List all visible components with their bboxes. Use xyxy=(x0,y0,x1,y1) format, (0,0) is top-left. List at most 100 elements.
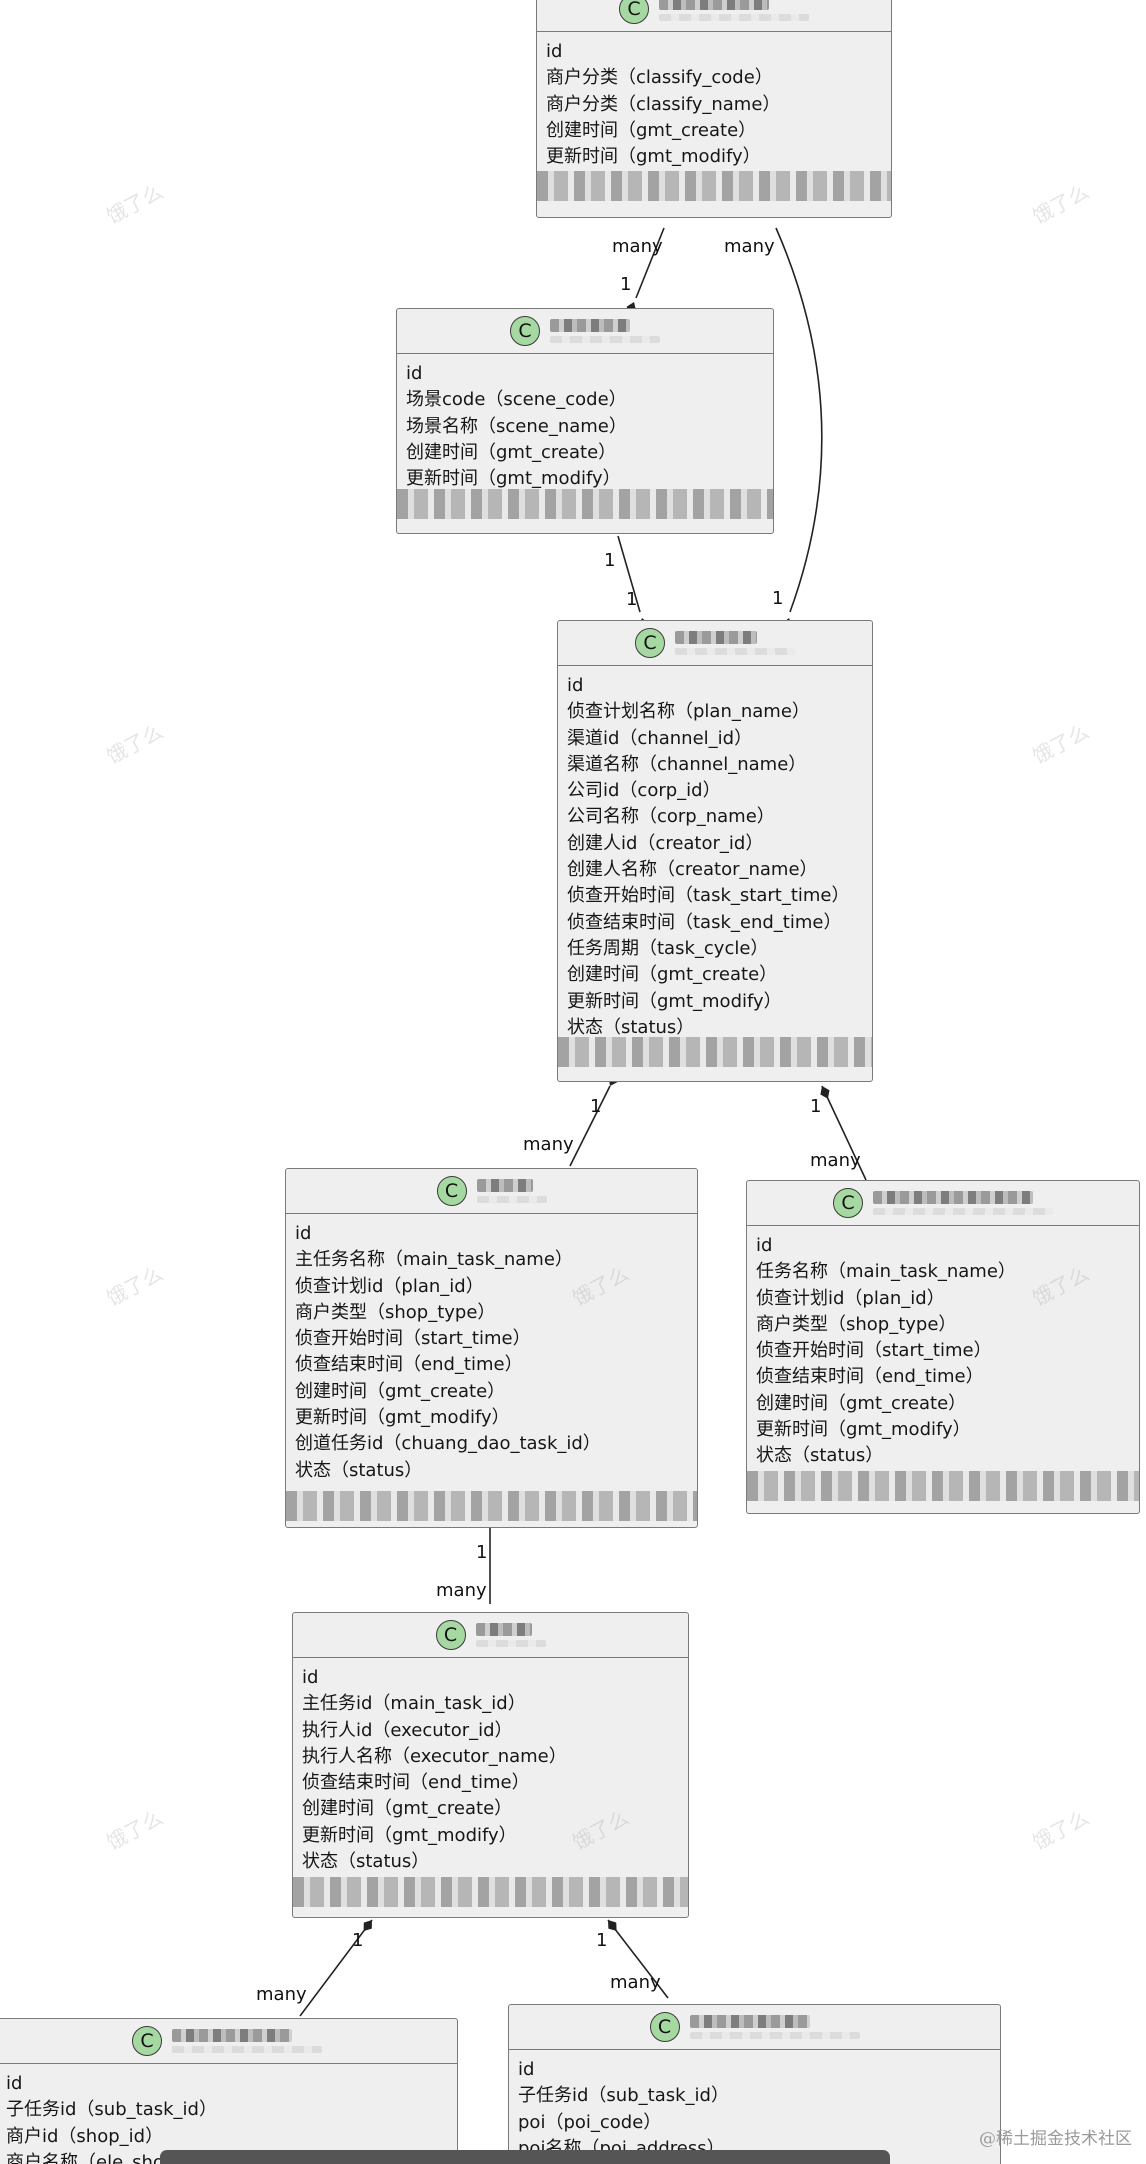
attribute: 商户分类（classify_name） xyxy=(546,93,781,115)
attribute: 子任务id（sub_task_id） xyxy=(6,2099,217,2121)
class-box-main-task: C id 主任务名称（main_task_name） 侦查计划id（plan_i… xyxy=(285,1168,698,1528)
watermark: 饿了么 xyxy=(102,179,167,229)
class-icon: C xyxy=(833,1188,863,1218)
attribute: 更新时间（gmt_modify） xyxy=(406,468,621,490)
attribute: 商户类型（shop_type） xyxy=(295,1301,496,1323)
redacted-method-row xyxy=(397,489,773,519)
class-header: C xyxy=(293,1613,688,1658)
attribute: 创建时间（gmt_create） xyxy=(567,964,778,986)
attribute: 侦查计划名称（plan_name） xyxy=(567,701,810,723)
watermark: 饿了么 xyxy=(1028,1805,1093,1855)
multiplicity-label: 1 xyxy=(620,274,631,295)
redacted-class-name xyxy=(550,319,660,343)
attribute: poi（poi_code） xyxy=(518,2111,662,2133)
attribute: id xyxy=(756,1235,773,1256)
multiplicity-label: many xyxy=(612,236,663,257)
watermark: 饿了么 xyxy=(102,719,167,769)
class-header: C xyxy=(509,2005,1000,2050)
attribute: id xyxy=(567,675,584,696)
redacted-class-name xyxy=(873,1191,1053,1215)
attribute: 创建人名称（creator_name） xyxy=(567,859,818,881)
class-icon: C xyxy=(649,2012,680,2042)
attribute: 任务名称（main_task_name） xyxy=(756,1261,1016,1283)
attribute: 创建时间（gmt_create） xyxy=(302,1798,513,1820)
class-header: C xyxy=(0,2019,457,2064)
attribute: 侦查计划id（plan_id） xyxy=(295,1275,484,1297)
multiplicity-label: 1 xyxy=(596,1930,607,1951)
relation-scene-plan: 11 xyxy=(604,535,649,632)
redacted-class-name xyxy=(689,2015,860,2039)
attribute: 更新时间（gmt_modify） xyxy=(756,1419,971,1441)
redacted-class-name xyxy=(476,1179,547,1203)
attribute: 侦查开始时间（start_time） xyxy=(295,1328,531,1350)
attribute: 公司id（corp_id） xyxy=(567,780,721,802)
attribute: 创建时间（gmt_create） xyxy=(295,1380,506,1402)
attribute: 创建人id（creator_id） xyxy=(567,832,764,854)
multiplicity-label: many xyxy=(256,1984,307,2005)
attribute: id xyxy=(546,41,563,62)
class-header: C xyxy=(537,0,891,32)
class-box-sub-task-shop: C id 子任务id（sub_task_id） 商户id（shop_id） 商户… xyxy=(0,2018,458,2164)
attribute-list: id 任务名称（main_task_name） 侦查计划id（plan_id） … xyxy=(747,1226,1139,1470)
relation-line xyxy=(635,227,665,299)
redacted-class-name xyxy=(675,631,795,655)
class-icon: C xyxy=(436,1176,467,1206)
redacted-method-row xyxy=(286,1491,697,1521)
attribute: 状态（status） xyxy=(756,1445,884,1467)
class-icon: C xyxy=(619,0,649,24)
composition-diamond-icon xyxy=(363,1920,372,1932)
composition-diamond-icon xyxy=(608,1920,617,1932)
multiplicity-label: many xyxy=(724,236,775,257)
attribute: 公司名称（corp_name） xyxy=(567,806,775,828)
redacted-method-row xyxy=(747,1471,1139,1501)
attribute: 侦查计划id（plan_id） xyxy=(756,1287,945,1309)
redacted-method-row xyxy=(558,1037,872,1067)
watermark: 饿了么 xyxy=(1028,719,1093,769)
attribute-list: id 子任务id（sub_task_id） poi（poi_code） poi名… xyxy=(509,2050,1000,2162)
class-box-merchant-classify: C id 商户分类（classify_code） 商户分类（classify_n… xyxy=(536,0,892,218)
attribute-list: id 主任务名称（main_task_name） 侦查计划id（plan_id）… xyxy=(286,1214,697,1484)
attribute-list: id 子任务id（sub_task_id） 商户id（shop_id） 商户名称… xyxy=(0,2064,457,2164)
attribute: 状态（status） xyxy=(567,1016,695,1038)
multiplicity-label: 1 xyxy=(626,589,637,610)
attribute: 渠道名称（channel_name） xyxy=(567,753,807,775)
attribute: 更新时间（gmt_modify） xyxy=(567,990,782,1012)
attribute-list: id 侦查计划名称（plan_name） 渠道id（channel_id） 渠道… xyxy=(558,666,872,1041)
attribute: 场景code（scene_code） xyxy=(406,389,627,411)
multiplicity-label: 1 xyxy=(604,550,615,571)
attribute: id xyxy=(518,2059,535,2080)
relation-line xyxy=(821,1085,867,1181)
multiplicity-label: many xyxy=(523,1134,574,1155)
watermark: 饿了么 xyxy=(102,1261,167,1311)
horizontal-scrollbar[interactable] xyxy=(160,2150,890,2164)
watermark: 饿了么 xyxy=(102,1805,167,1855)
attribute: 子任务id（sub_task_id） xyxy=(518,2085,729,2107)
class-header: C xyxy=(558,621,872,666)
attribute-list: id 商户分类（classify_code） 商户分类（classify_nam… xyxy=(537,32,891,170)
relation-line xyxy=(775,227,823,613)
redacted-class-name xyxy=(659,0,809,21)
attribute: 更新时间（gmt_modify） xyxy=(546,146,761,168)
class-box-sub-task-poi: C id 子任务id（sub_task_id） poi（poi_code） po… xyxy=(508,2004,1001,2164)
attribute: id xyxy=(295,1223,312,1244)
attribute: 侦查结束时间（end_time） xyxy=(295,1354,523,1376)
watermark: 饿了么 xyxy=(1028,179,1093,229)
attribute: 创建时间（gmt_create） xyxy=(406,441,617,463)
class-box-scene: C id 场景code（scene_code） 场景名称（scene_name）… xyxy=(396,308,774,534)
attribute: id xyxy=(406,363,423,384)
relation-merchant_classify-scene: many 1 xyxy=(612,227,665,315)
relation-line xyxy=(617,535,641,613)
class-box-sub-task: C id 主任务id（main_task_id） 执行人id（executor_… xyxy=(292,1612,689,1918)
relation-line xyxy=(569,1085,611,1167)
attribute: 商户类型（shop_type） xyxy=(756,1313,957,1335)
attribute: 商户id（shop_id） xyxy=(6,2125,164,2147)
attribute: id xyxy=(6,2073,23,2094)
composition-diamond-icon xyxy=(820,1086,830,1099)
attribute: 创建时间（gmt_create） xyxy=(546,119,757,141)
class-icon: C xyxy=(635,628,665,658)
attribute: 创建时间（gmt_create） xyxy=(756,1392,967,1414)
redacted-class-name xyxy=(172,2029,322,2053)
